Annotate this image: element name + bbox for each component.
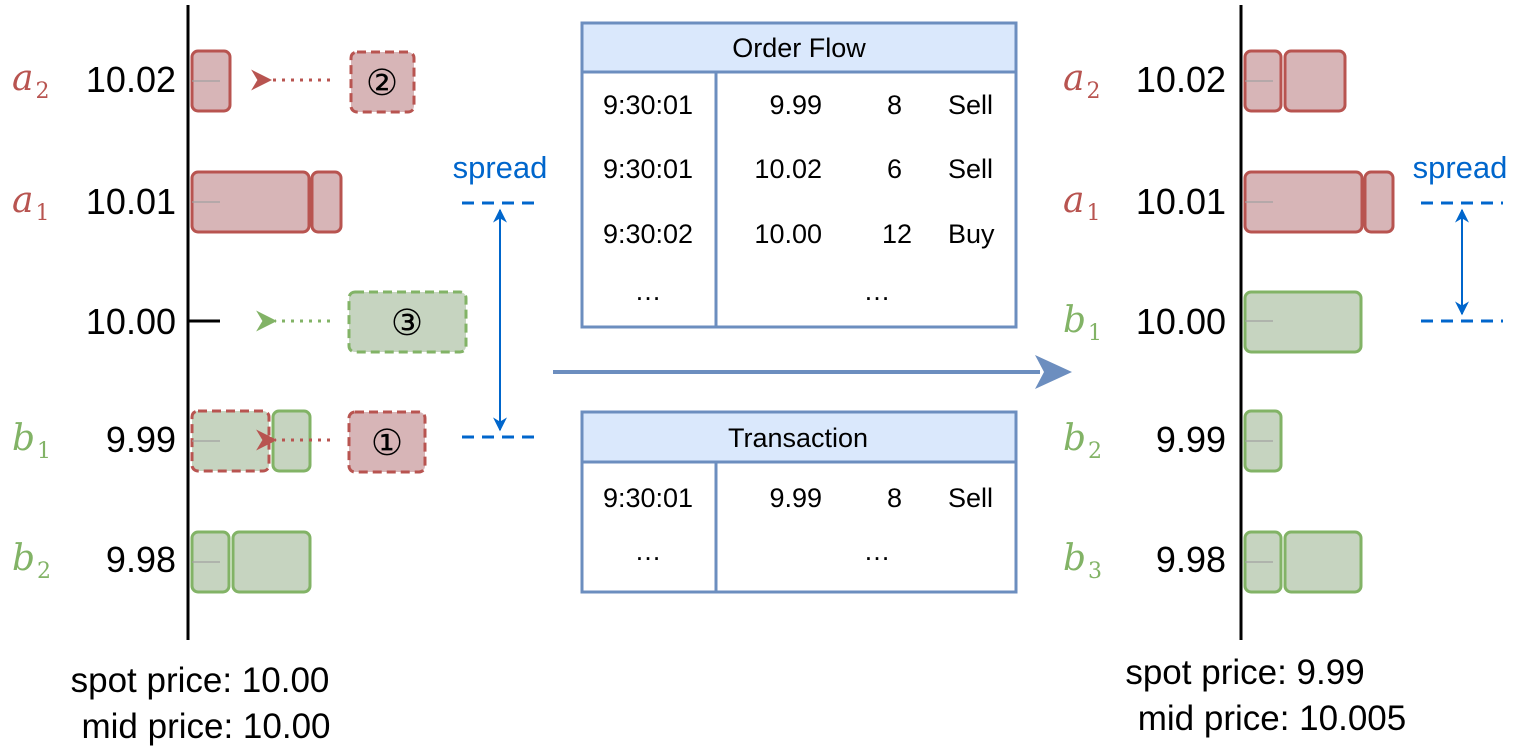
right-price-10-01: 10.01 bbox=[1136, 181, 1226, 222]
right-level-b1-label: b1 bbox=[1063, 300, 1102, 346]
left-spread-label: spread bbox=[453, 150, 548, 185]
order-flow-qty: 8 bbox=[887, 90, 902, 120]
order-flow-qty: 6 bbox=[887, 154, 902, 184]
right-spot-price: spot price: 9.99 bbox=[1125, 653, 1364, 692]
right-price-10-02: 10.02 bbox=[1136, 59, 1226, 100]
order-flow-price: 10.02 bbox=[754, 154, 822, 184]
transaction-ellipsis-left: … bbox=[635, 536, 662, 566]
left-spot-price: spot price: 10.00 bbox=[71, 661, 330, 700]
right-level-a2-label: a2 bbox=[1063, 58, 1100, 104]
right-price-9-99: 9.99 bbox=[1156, 419, 1226, 460]
right-bid-order-bar bbox=[1283, 530, 1363, 594]
order-flow-table: Order Flow 9:30:01 9.99 8 Sell 9:30:01 1… bbox=[580, 21, 1018, 329]
order-flow-header bbox=[580, 21, 1018, 74]
transition-arrow bbox=[553, 355, 1072, 389]
order-flow-side: Buy bbox=[948, 219, 995, 249]
right-price-10-00: 10.00 bbox=[1136, 301, 1226, 342]
right-ask-order-bar bbox=[1283, 49, 1347, 113]
right-level-a1-label: a1 bbox=[1063, 180, 1100, 226]
left-price-9-99: 9.99 bbox=[106, 419, 176, 460]
transaction-price: 9.99 bbox=[769, 483, 822, 513]
order-flow-time: 9:30:02 bbox=[603, 219, 693, 249]
transaction-title: Transaction bbox=[728, 423, 868, 453]
order-number-1: ① bbox=[371, 423, 403, 464]
left-level-b1-label: b1 bbox=[12, 418, 51, 464]
order-flow-qty: 12 bbox=[882, 219, 912, 249]
left-level-b2-label: b2 bbox=[12, 538, 51, 584]
left-level-a1-label: a1 bbox=[12, 180, 49, 226]
right-order-book: a2 a1 b1 b2 b3 10.02 10.01 10.00 9.99 9.… bbox=[1063, 5, 1507, 738]
order-flow-side: Sell bbox=[948, 90, 993, 120]
right-level-b2-label: b2 bbox=[1063, 418, 1102, 464]
right-level-b3-label: b3 bbox=[1063, 538, 1102, 584]
left-ask-order-bar bbox=[310, 170, 343, 234]
left-level-lines bbox=[192, 80, 220, 563]
left-price-10-02: 10.02 bbox=[86, 59, 176, 100]
transaction-side: Sell bbox=[948, 483, 993, 513]
order-flow-side: Sell bbox=[948, 154, 993, 184]
incoming-order-1 bbox=[347, 410, 427, 474]
order-number-2: ② bbox=[366, 63, 398, 104]
right-spread-label: spread bbox=[1413, 150, 1508, 185]
incoming-order-2 bbox=[349, 50, 416, 114]
order-number-3: ③ bbox=[391, 303, 423, 344]
right-level-lines bbox=[1245, 80, 1273, 563]
right-ask-order-bar bbox=[1363, 170, 1395, 234]
order-flow-price: 9.99 bbox=[769, 90, 822, 120]
transaction-time: 9:30:01 bbox=[603, 483, 693, 513]
left-price-10-00: 10.00 bbox=[86, 301, 176, 342]
transaction-table: Transaction 9:30:01 9.99 8 Sell … … bbox=[580, 410, 1018, 594]
left-price-10-01: 10.01 bbox=[86, 181, 176, 222]
right-price-9-98: 9.98 bbox=[1156, 539, 1226, 580]
order-flow-time: 9:30:01 bbox=[603, 90, 693, 120]
order-flow-price: 10.00 bbox=[754, 219, 822, 249]
left-level-a2-label: a2 bbox=[12, 58, 49, 104]
left-mid-price: mid price: 10.00 bbox=[81, 707, 330, 746]
incoming-order-3 bbox=[347, 290, 468, 354]
order-flow-title: Order Flow bbox=[732, 33, 866, 63]
order-flow-ellipsis-left: … bbox=[635, 276, 662, 306]
order-flow-time: 9:30:01 bbox=[603, 154, 693, 184]
right-mid-price: mid price: 10.005 bbox=[1138, 699, 1406, 738]
left-price-9-98: 9.98 bbox=[106, 539, 176, 580]
transaction-ellipsis-right: … bbox=[864, 536, 891, 566]
left-bid-order-bar bbox=[231, 530, 312, 594]
transaction-header bbox=[580, 410, 1018, 464]
transaction-qty: 8 bbox=[887, 483, 902, 513]
left-order-book: a2 a1 b1 b2 10.02 10.01 10.00 9.99 9.98 … bbox=[12, 5, 547, 746]
order-flow-ellipsis-right: … bbox=[864, 276, 891, 306]
